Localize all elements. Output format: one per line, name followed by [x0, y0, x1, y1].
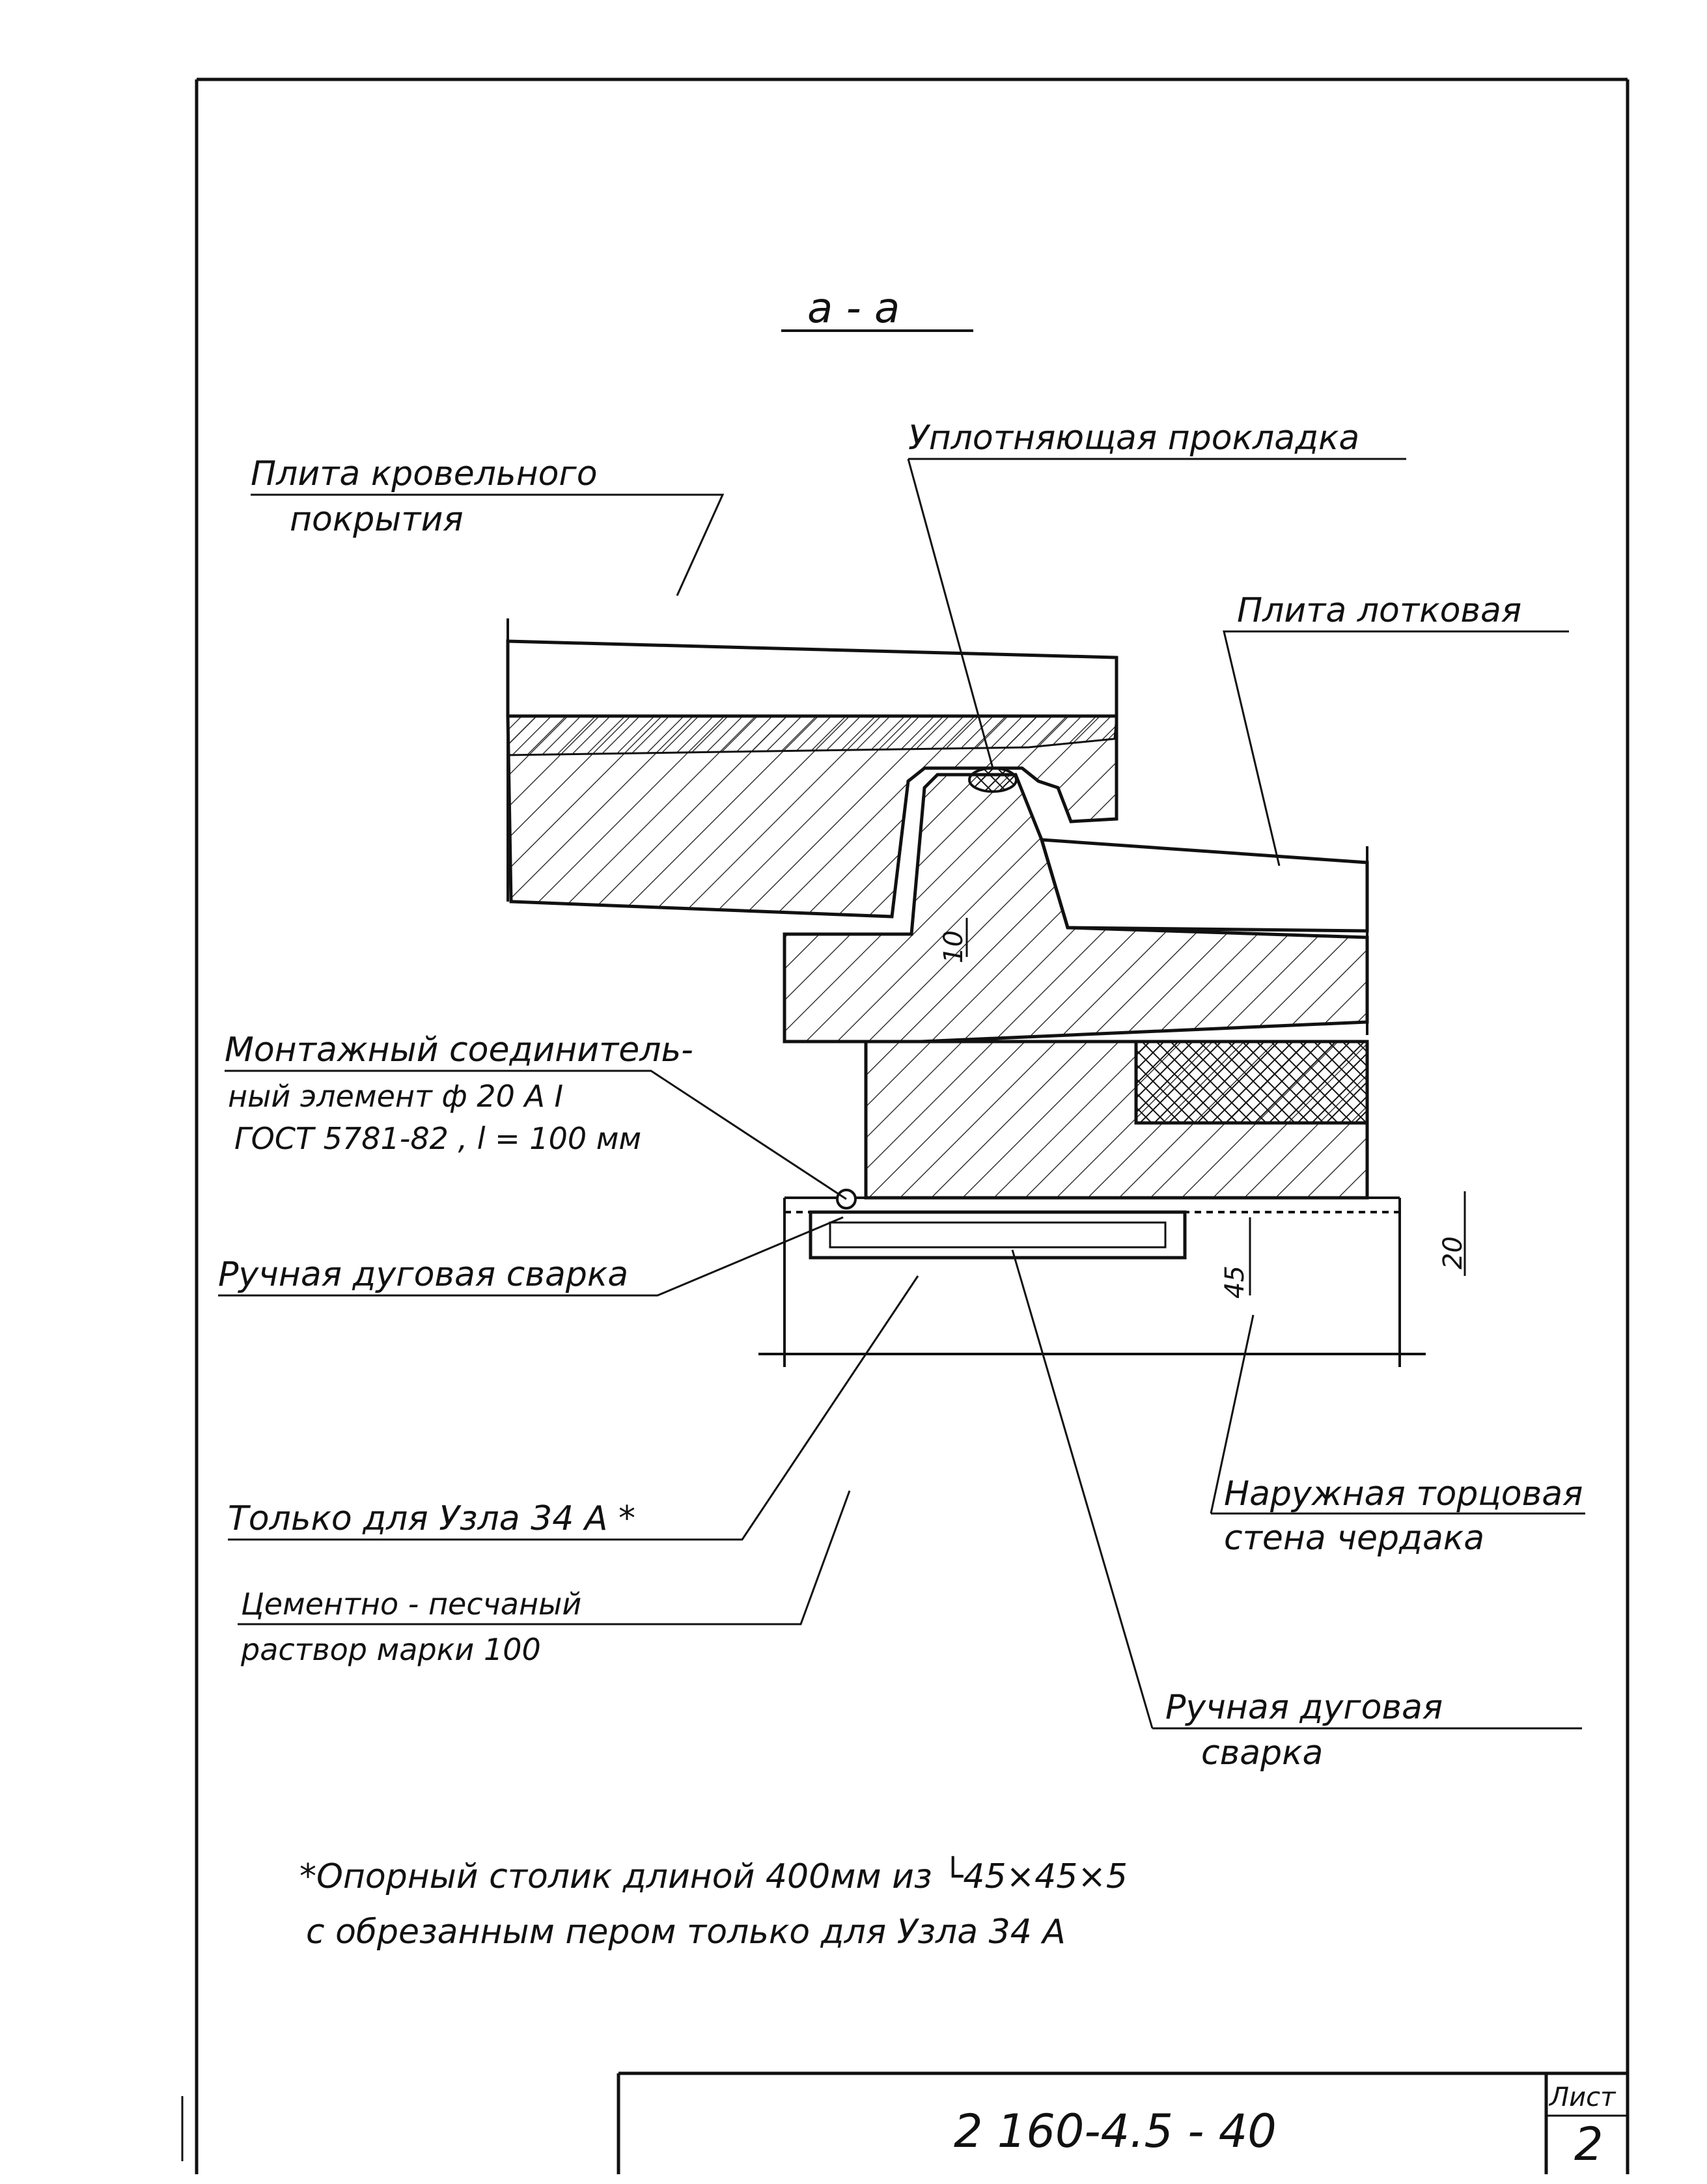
label-weld-right-line1: Ручная дуговая [1165, 1688, 1443, 1727]
title-block [617, 2071, 1628, 2174]
dimension-20: 20 [1438, 1236, 1468, 1269]
label-tray-slab: Плита лотковая [1237, 591, 1521, 630]
mortar-layer [784, 1196, 1400, 1213]
title-block-sheet-number: 2 [1574, 2118, 1603, 2171]
title-block-code: 2 160-4.5 - 40 [954, 2105, 1277, 2158]
tray-slab [783, 773, 1369, 1044]
label-connector-line3: ГОСТ 5781-82 , l = 100 мм [234, 1121, 641, 1156]
outer-end-wall [864, 1040, 1369, 1200]
roof-slab [506, 618, 1118, 919]
dimension-lines [965, 918, 1466, 1295]
label-roof-slab-line1: Плита кровельного [251, 454, 598, 493]
label-connector-line1: Монтажный соединитель- [225, 1030, 693, 1070]
label-weld-right-line2: сварка [1201, 1734, 1323, 1773]
label-seal-gasket: Уплотняющая прокладка [908, 419, 1359, 458]
title-block-sheet-label: Лист [1548, 2082, 1617, 2112]
label-mortar-line2: раствор марки 100 [240, 1632, 541, 1667]
label-outer-wall-line1: Наружная торцовая [1224, 1474, 1583, 1514]
footnote-line2: с обрезанным пером только для Узла 34 А [306, 1913, 1066, 1952]
sheet-frame [181, 77, 1630, 2174]
footnote-line1: *Опорный столик длиной 400мм из └45×45×5 [299, 1856, 1128, 1896]
label-outer-wall-line2: стена чердака [1224, 1519, 1484, 1558]
support-angle [809, 1210, 1187, 1260]
base-line [758, 1198, 1426, 1367]
label-connector-line2: ный элемент ф 20 А I [228, 1079, 563, 1114]
label-weld-left: Ручная дуговая сварка [218, 1255, 628, 1294]
dimension-45: 45 [1220, 1265, 1250, 1299]
dimension-10: 10 [939, 930, 969, 963]
label-only-node: Только для Узла 34 А * [228, 1499, 635, 1538]
label-mortar-line1: Цементно - песчаный [241, 1586, 581, 1622]
section-title: a - a [807, 284, 900, 333]
leader-lines [218, 458, 1585, 1730]
label-roof-slab-line2: покрытия [290, 500, 464, 539]
